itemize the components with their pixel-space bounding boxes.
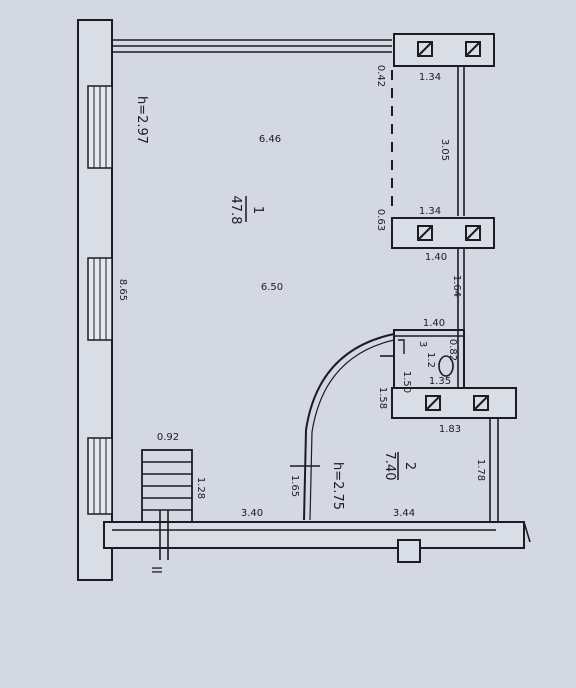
dim-6-50: 6.50	[261, 282, 283, 293]
dim-1-34-top: 1.34	[419, 72, 441, 83]
dim-1-34-mid: 1.34	[419, 206, 441, 217]
dim-1-35: 1.35	[429, 376, 451, 387]
toilet-icon	[438, 355, 454, 377]
curved-partition	[303, 333, 395, 521]
top-wall	[112, 39, 392, 53]
bottom-wall	[103, 521, 525, 563]
dim-1-78: 1.78	[475, 459, 486, 481]
dim-1-58: 1.58	[377, 387, 388, 409]
dim-1-50: 1.50	[401, 371, 412, 393]
dim-1-64: 1.64	[451, 275, 462, 297]
stair-mark: II	[148, 566, 163, 574]
bathroom-room-3	[393, 329, 465, 389]
sink-icon	[398, 339, 405, 354]
curved-partition-inner	[309, 339, 395, 521]
dim-1-28: 1.28	[195, 477, 206, 499]
dim-1-40-a: 1.40	[425, 252, 447, 263]
room2-number: 2	[402, 462, 417, 470]
dim-8-65: 8.65	[117, 279, 128, 301]
room1-number: 1	[250, 206, 265, 214]
room1-height: h=2.97	[134, 96, 149, 144]
room3-number: 3	[417, 341, 428, 347]
vent-block-middle	[391, 217, 495, 249]
room2-area: 7.40	[382, 452, 397, 481]
window-left-2	[87, 257, 113, 341]
dim-0-82: 0.82	[447, 339, 458, 361]
dim-1-83: 1.83	[439, 424, 461, 435]
dim-0-42: 0.42	[375, 65, 386, 87]
dim-6-46: 6.46	[259, 134, 281, 145]
dim-3-44: 3.44	[393, 508, 415, 519]
vent-block-top	[393, 33, 495, 67]
stair-block	[141, 449, 193, 560]
room2-height: h=2.75	[330, 462, 345, 510]
vent-block-bottom	[391, 387, 517, 419]
dim-0-63: 0.63	[375, 209, 386, 231]
dim-1-65: 1.65	[289, 475, 300, 497]
window-left-3	[87, 437, 113, 515]
dim-0-92: 0.92	[157, 432, 179, 443]
room1-area: 47.8	[228, 196, 243, 225]
dim-3-40: 3.40	[241, 508, 263, 519]
room3-area: 1.2	[425, 352, 436, 368]
dim-1-40-b: 1.40	[423, 318, 445, 329]
window-left-1	[87, 85, 113, 169]
dim-3-05: 3.05	[439, 139, 450, 161]
